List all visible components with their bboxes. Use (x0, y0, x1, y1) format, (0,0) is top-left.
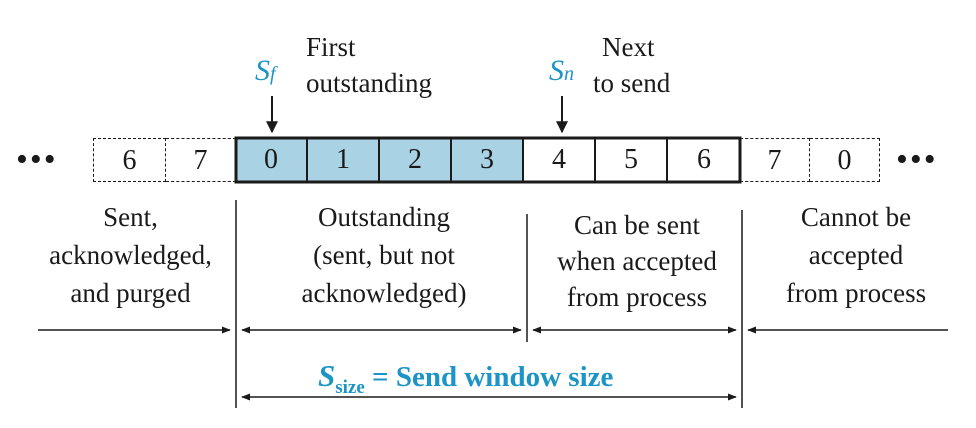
sn-label-line2: to send (593, 68, 671, 98)
window-size-title: Ssize = Send window size (318, 358, 614, 398)
region-usable-line: when accepted (557, 246, 717, 276)
region-usable-label: Can be sent when accepted from process (531, 210, 743, 312)
seq-cell-outstanding: 2 (380, 138, 452, 182)
ellipsis-right: ••• (896, 141, 938, 178)
region-acked-line: Sent, (103, 202, 158, 232)
seq-cell-unusable: 0 (810, 138, 880, 182)
seq-cell-outstanding: 3 (452, 138, 524, 182)
sn-symbol: S (549, 54, 564, 87)
seq-cell-unusable: 7 (740, 138, 810, 182)
seq-cell-outstanding: 1 (308, 138, 380, 182)
region-outstanding-line: (sent, but not (313, 240, 455, 270)
window-size-text: = Send window size (364, 361, 614, 393)
sf-symbol: S (255, 54, 270, 87)
region-unusable-line: from process (785, 278, 927, 308)
window-size-subscript: size (335, 377, 365, 398)
seq-cell-usable: 4 (524, 138, 596, 182)
ellipsis-left: ••• (16, 141, 58, 178)
seq-cell-usable: 5 (596, 138, 668, 182)
seq-cell-usable: 6 (697, 144, 711, 175)
region-usable-line: from process (566, 282, 708, 312)
region-unusable-line: accepted (808, 240, 904, 270)
sf-label-line2: outstanding (306, 68, 432, 98)
sf-pointer: Sf (255, 54, 276, 88)
region-outstanding-label: Outstanding (sent, but not acknowledged) (264, 202, 504, 308)
sn-subscript: n (564, 63, 574, 85)
region-acked-line: and purged (70, 278, 191, 308)
sn-pointer: Sn (549, 54, 574, 88)
region-acked-line: acknowledged, (49, 240, 212, 270)
send-window-frame (234, 136, 742, 184)
region-unusable-label: Cannot be accepted from process (756, 202, 956, 308)
region-outstanding-line: Outstanding (318, 202, 450, 232)
seq-cell-outstanding: 0 (236, 138, 308, 182)
region-acked-label: Sent, acknowledged, and purged (28, 202, 233, 308)
region-usable-line: Can be sent (574, 210, 700, 240)
sf-label-line1: First (306, 32, 356, 62)
sf-subscript: f (270, 63, 276, 85)
region-unusable-line: Cannot be (800, 202, 912, 232)
region-outstanding-line: acknowledged) (301, 278, 467, 308)
seq-cell-acked: 6 (93, 138, 166, 182)
window-size-symbol: S (318, 358, 336, 393)
sn-label-line1: Next (602, 32, 655, 62)
